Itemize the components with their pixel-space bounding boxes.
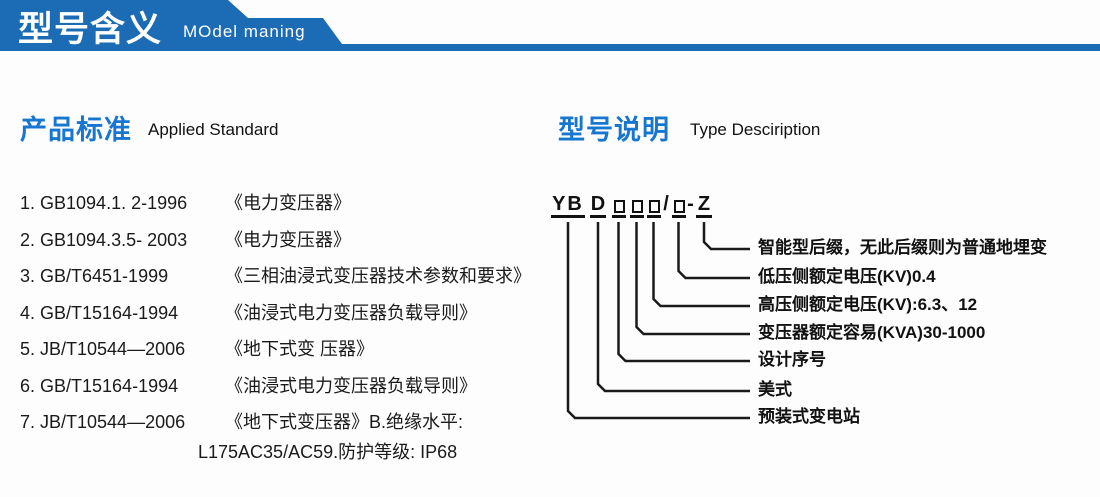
page-subtitle: MOdel maning bbox=[183, 22, 306, 41]
standard-item: 4.GB/T15164-1994 《油浸式电力变压器负载导则》 bbox=[20, 295, 540, 332]
code-segment-d: D bbox=[590, 193, 606, 218]
item-number: 3. bbox=[20, 266, 36, 286]
line-to-label-4 bbox=[617, 222, 750, 363]
standard-item: 3.GB/T6451-1999 《三相油浸式变压器技术参数和要求》 bbox=[20, 258, 540, 295]
item-number: 2. bbox=[20, 229, 36, 250]
code-box-3 bbox=[647, 193, 661, 218]
standard-item: 7.JB/T10544—2006 《地下式变压器》B.绝缘水平: bbox=[20, 404, 540, 441]
code-dash: - bbox=[687, 193, 694, 215]
standard-code: GB/T6451-1999 bbox=[40, 266, 169, 286]
standard-code: JB/T10544—2006 bbox=[40, 412, 186, 432]
standard-name: 《油浸式电力变压器负载导则》 bbox=[225, 302, 477, 323]
placeholder-box-icon bbox=[613, 200, 625, 213]
callout-label-suffix: 智能型后缀，无此后缀则为普通地埋变 bbox=[758, 238, 1047, 257]
line-to-label-0 bbox=[702, 222, 750, 251]
code-box-1 bbox=[612, 193, 626, 218]
line-to-label-5 bbox=[596, 222, 750, 393]
standard-name: 《油浸式电力变压器负载导则》 bbox=[225, 375, 477, 396]
item-number: 6. bbox=[20, 375, 36, 396]
code-slash: / bbox=[663, 193, 669, 215]
model-title-en: Type Desciription bbox=[690, 120, 821, 139]
code-box-4 bbox=[672, 193, 686, 218]
standard-name: 《电力变压器》 bbox=[225, 229, 351, 250]
standard-continuation: L175AC35/AC59.防护等级: IP68 bbox=[198, 442, 458, 462]
header-banner bbox=[0, 0, 1100, 51]
item-number: 5. bbox=[20, 339, 36, 359]
standard-item: 5.JB/T10544—2006 《地下式变 压器》 bbox=[20, 331, 540, 368]
line-to-label-6 bbox=[566, 222, 750, 420]
standard-name: 《电力变压器》 bbox=[225, 193, 351, 213]
standard-code: GB/T15164-1994 bbox=[40, 375, 179, 396]
callout-label-prefab-substation: 预装式变电站 bbox=[758, 407, 860, 426]
standard-name: 《地下式变压器》B.绝缘水平: bbox=[225, 412, 464, 432]
line-to-label-3 bbox=[635, 222, 750, 336]
code-segment-z: Z bbox=[696, 193, 712, 218]
item-number: 4. bbox=[20, 302, 36, 323]
callout-label-american-type: 美式 bbox=[758, 380, 792, 399]
standard-code: GB1094.1. 2-1996 bbox=[40, 193, 188, 213]
standards-list: 1.GB1094.1. 2-1996 《电力变压器》 2.GB1094.3.5-… bbox=[20, 185, 540, 441]
standard-name: 《三相油浸式变压器技术参数和要求》 bbox=[225, 266, 531, 286]
line-to-label-2 bbox=[652, 222, 750, 308]
model-code: YB D / - Z bbox=[545, 193, 745, 221]
placeholder-box-icon bbox=[631, 200, 643, 213]
standard-item: 2.GB1094.3.5- 2003 《电力变压器》 bbox=[20, 222, 540, 259]
page-title: 型号含义 bbox=[18, 10, 163, 49]
line-to-label-1 bbox=[677, 222, 750, 280]
standards-title-en: Applied Standard bbox=[148, 120, 279, 139]
placeholder-box-icon bbox=[648, 200, 660, 213]
standard-item: 6.GB/T15164-1994 《油浸式电力变压器负载导则》 bbox=[20, 368, 540, 405]
standard-item: 1.GB1094.1. 2-1996 《电力变压器》 bbox=[20, 185, 540, 222]
code-segment-yb: YB bbox=[551, 193, 585, 218]
item-number: 1. bbox=[20, 193, 36, 213]
placeholder-box-icon bbox=[673, 200, 685, 213]
callout-lines bbox=[566, 222, 750, 420]
standard-code: GB1094.3.5- 2003 bbox=[40, 229, 188, 250]
model-title-cn: 型号说明 bbox=[558, 115, 670, 145]
code-box-2 bbox=[630, 193, 644, 218]
standard-name: 《地下式变 压器》 bbox=[225, 339, 375, 359]
standard-code: GB/T15164-1994 bbox=[40, 302, 179, 323]
item-number: 7. bbox=[20, 412, 36, 432]
callout-label-design-serial: 设计序号 bbox=[758, 350, 826, 369]
callout-label-capacity: 变压器额定容易(KVA)30-1000 bbox=[758, 323, 986, 342]
standards-title-cn: 产品标准 bbox=[20, 115, 132, 145]
standard-code: JB/T10544—2006 bbox=[40, 339, 186, 359]
callout-label-hv-voltage: 高压侧额定电压(KV):6.3、12 bbox=[758, 295, 978, 314]
callout-label-lv-voltage: 低压侧额定电压(KV)0.4 bbox=[758, 267, 936, 286]
